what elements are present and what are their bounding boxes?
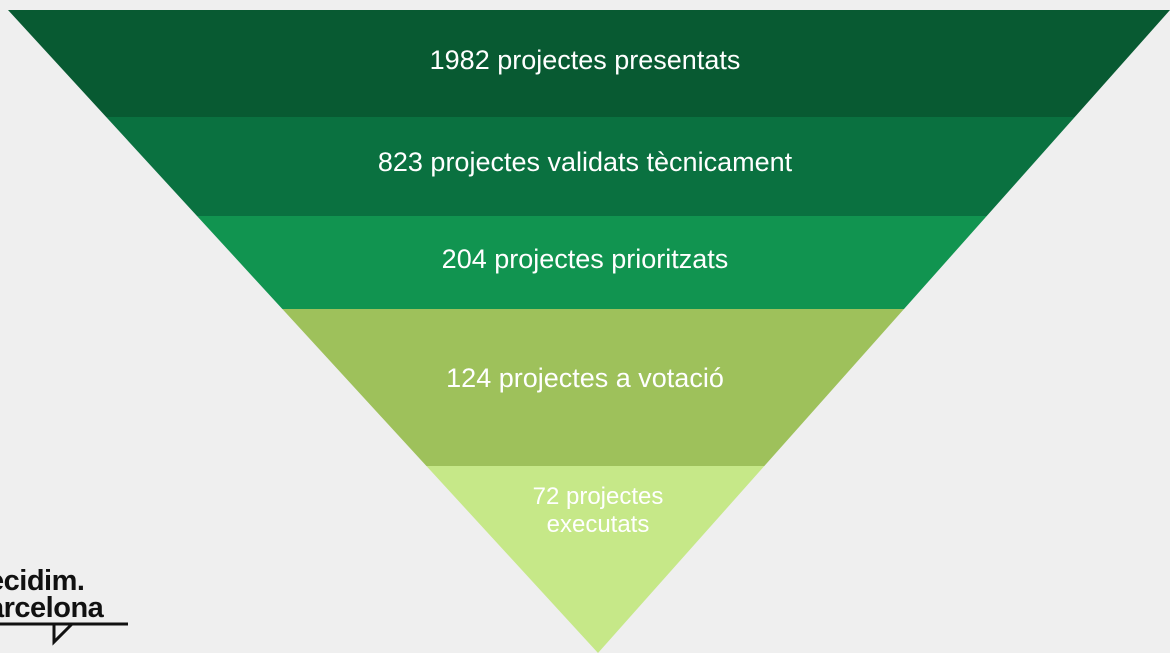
stage-label-voting: 124 projectes a votació bbox=[446, 363, 724, 393]
decidim-barcelona-logo: ecidim. arcelona bbox=[0, 566, 148, 653]
stage-label-presented: 1982 projectes presentats bbox=[429, 45, 741, 75]
stage-label-executed-line-1: 72 projectes bbox=[532, 483, 664, 510]
funnel-band-presented bbox=[8, 10, 1170, 117]
stage-label-executed: 72 projectes executats bbox=[505, 483, 691, 539]
speech-bubble-icon bbox=[0, 622, 128, 646]
stage-label-executed-line-2: executats bbox=[546, 511, 650, 538]
funnel-band-validated bbox=[8, 117, 1170, 216]
stage-label-prioritized: 204 projectes prioritzats bbox=[441, 244, 729, 274]
logo-text-line-2: arcelona bbox=[0, 592, 104, 624]
logo-text-line-1: ecidim. bbox=[0, 565, 85, 597]
stage-label-validated: 823 projectes validats tècnicament bbox=[377, 147, 793, 177]
